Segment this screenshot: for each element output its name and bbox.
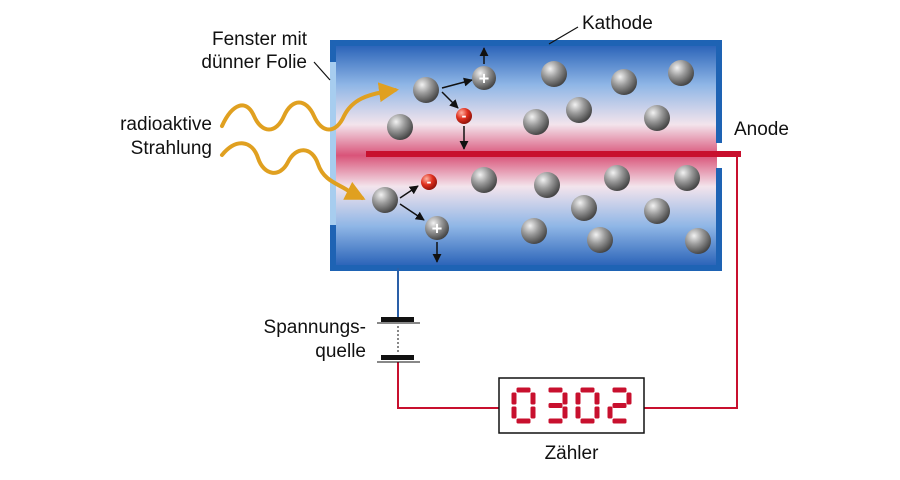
counter-digit: [607, 387, 632, 424]
gas-atom: [685, 228, 711, 254]
voltage-source-label-line1: Spannungs-: [263, 317, 366, 338]
gas-atom: [521, 218, 547, 244]
gas-atom: [668, 60, 694, 86]
anode-label: Anode: [734, 119, 789, 140]
positive-ion-sign: +: [479, 69, 489, 89]
gas-atom: [523, 109, 549, 135]
gas-atom: [644, 198, 670, 224]
counter-digit: [511, 387, 536, 424]
positive-ion-sign: +: [432, 219, 442, 239]
cathode-wall: [330, 40, 722, 271]
gas-atom: [587, 227, 613, 253]
positive-ion: [425, 216, 449, 240]
electron-sign: -: [460, 109, 467, 123]
gas-atom: [534, 172, 560, 198]
radiation-label-line2: Strahlung: [130, 138, 212, 159]
gas-atom: [566, 97, 592, 123]
kathode-leader-line: [548, 26, 579, 45]
ionization-event-lower: - +: [399, 174, 449, 263]
gas-atoms: [372, 60, 711, 254]
gas-atom: [541, 61, 567, 87]
anode-lead-wire: [644, 157, 738, 409]
gas-atom: [644, 105, 670, 131]
window-label-line2: dünner Folie: [201, 52, 307, 73]
counter-digit: [575, 387, 600, 424]
counter-digits: [511, 387, 632, 424]
gas-atom: [611, 69, 637, 95]
gas-atom: [372, 187, 398, 213]
gas-atom: [413, 77, 439, 103]
kathode-label: Kathode: [582, 13, 653, 34]
gas-atom: [387, 114, 413, 140]
radiation-wave-lower: [220, 141, 366, 200]
electron: [456, 108, 472, 124]
gas-atom: [471, 167, 497, 193]
electron: [421, 174, 437, 190]
gas-atom: [674, 165, 700, 191]
ionization-event-upper: + -: [441, 47, 496, 150]
window-leader-line: [313, 61, 331, 81]
counter-label: Zähler: [544, 443, 599, 464]
electron-sign: -: [425, 175, 432, 189]
anode-wire: [366, 151, 741, 157]
voltage-source-label-line2: quelle: [315, 341, 366, 362]
positive-ion: [472, 66, 496, 90]
radiation-wave-upper: [220, 82, 399, 132]
voltage-source-symbol: [377, 317, 420, 363]
gas-atom: [604, 165, 630, 191]
thin-film-window: [330, 62, 336, 225]
window-label-line1: Fenster mit: [211, 29, 307, 50]
gas-atom: [571, 195, 597, 221]
counter-digit: [548, 387, 568, 424]
counter-to-source-wire: [397, 362, 499, 409]
radiation-label-line1: radioaktive: [120, 114, 212, 135]
